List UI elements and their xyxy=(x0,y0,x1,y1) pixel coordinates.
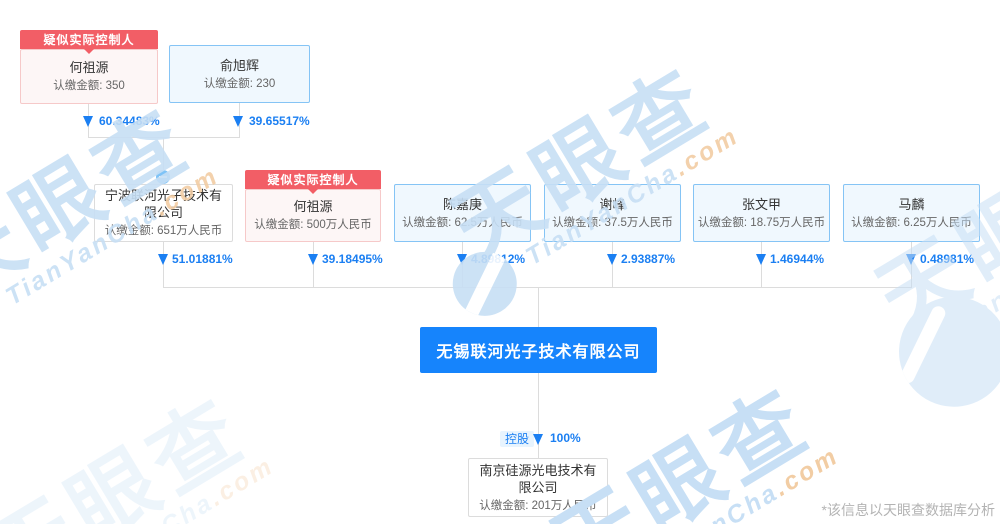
subscribed-amount: 认缴金额: 500万人民币 xyxy=(254,219,372,231)
collapse-branch-icon[interactable] xyxy=(156,170,170,184)
actual-controller-badge: 疑似实际控制人 xyxy=(245,170,381,194)
shareholder-name: 马麟 xyxy=(898,196,925,212)
subscribed-amount: 认缴金额: 37.5万人民币 xyxy=(552,216,673,229)
connector-line xyxy=(538,373,539,458)
subscribed-amount: 认缴金额: 18.75万人民币 xyxy=(697,216,826,229)
arrow-down-icon xyxy=(457,254,467,265)
arrow-down-icon xyxy=(158,254,168,265)
main-company-node[interactable]: 无锡联河光子技术有限公司 xyxy=(420,327,657,373)
ownership-percent: 4.89812% xyxy=(471,252,526,266)
ownership-percent: 60.34483% xyxy=(99,114,160,128)
shareholder-name: 陈嘉庚 xyxy=(442,196,482,212)
connector-line xyxy=(88,137,240,138)
connector-line xyxy=(538,287,539,327)
arrow-down-icon xyxy=(906,254,916,265)
connector-bus-line xyxy=(163,287,912,288)
subscribed-amount: 认缴金额: 651万人民币 xyxy=(104,225,223,237)
actual-controller-badge: 疑似实际控制人 xyxy=(20,30,158,54)
ownership-percent: 51.01881% xyxy=(172,252,233,266)
arrow-down-icon xyxy=(308,254,318,265)
holding-relation-tag: 控股 xyxy=(500,431,535,447)
shareholder-name: 俞旭辉 xyxy=(219,57,259,73)
shareholder-node[interactable]: 宁波联河光子技术有限公司 认缴金额: 651万人民币 xyxy=(94,184,233,242)
ownership-percent: 39.18495% xyxy=(322,252,383,266)
ownership-percent: 39.65517% xyxy=(249,114,310,128)
connector-line xyxy=(163,137,164,171)
arrow-down-icon xyxy=(233,116,243,127)
shareholder-node[interactable]: 俞旭辉 认缴金额: 230 xyxy=(169,45,310,103)
arrow-down-icon xyxy=(607,254,617,265)
arrow-down-icon xyxy=(83,116,93,127)
subsidiary-name: 南京硅源光电技术有限公司 xyxy=(479,462,597,495)
data-source-note: *该信息以天眼查数据库分析 xyxy=(821,502,995,518)
shareholder-node[interactable]: 马麟 认缴金额: 6.25万人民币 xyxy=(843,184,980,242)
shareholder-node[interactable]: 何祖源 认缴金额: 350 xyxy=(20,49,158,104)
subscribed-amount: 认缴金额: 6.25万人民币 xyxy=(851,216,972,229)
shareholder-node[interactable]: 张文甲 认缴金额: 18.75万人民币 xyxy=(693,184,830,242)
shareholder-node[interactable]: 何祖源 认缴金额: 500万人民币 xyxy=(245,189,381,242)
shareholder-name: 何祖源 xyxy=(69,60,109,75)
subscribed-amount: 认缴金额: 350 xyxy=(53,80,125,92)
ownership-percent: 0.48981% xyxy=(920,252,975,266)
subscribed-amount: 认缴金额: 62.5万人民币 xyxy=(402,216,523,229)
shareholder-name: 何祖源 xyxy=(293,199,333,214)
shareholder-name: 宁波联河光子技术有限公司 xyxy=(104,188,222,220)
shareholder-name: 谢峰 xyxy=(599,196,626,212)
ownership-percent: 100% xyxy=(550,431,581,445)
subsidiary-node[interactable]: 南京硅源光电技术有限公司 认缴金额: 201万人民币 xyxy=(468,458,608,517)
subscribed-amount: 认缴金额: 230 xyxy=(203,77,276,90)
ownership-percent: 2.93887% xyxy=(621,252,676,266)
shareholder-node[interactable]: 谢峰 认缴金额: 37.5万人民币 xyxy=(544,184,681,242)
subscribed-amount: 认缴金额: 201万人民币 xyxy=(479,499,597,512)
shareholder-node[interactable]: 陈嘉庚 认缴金额: 62.5万人民币 xyxy=(394,184,531,242)
arrow-down-icon xyxy=(533,434,543,445)
shareholder-name: 张文甲 xyxy=(741,196,781,212)
ownership-percent: 1.46944% xyxy=(770,252,825,266)
arrow-down-icon xyxy=(756,254,766,265)
